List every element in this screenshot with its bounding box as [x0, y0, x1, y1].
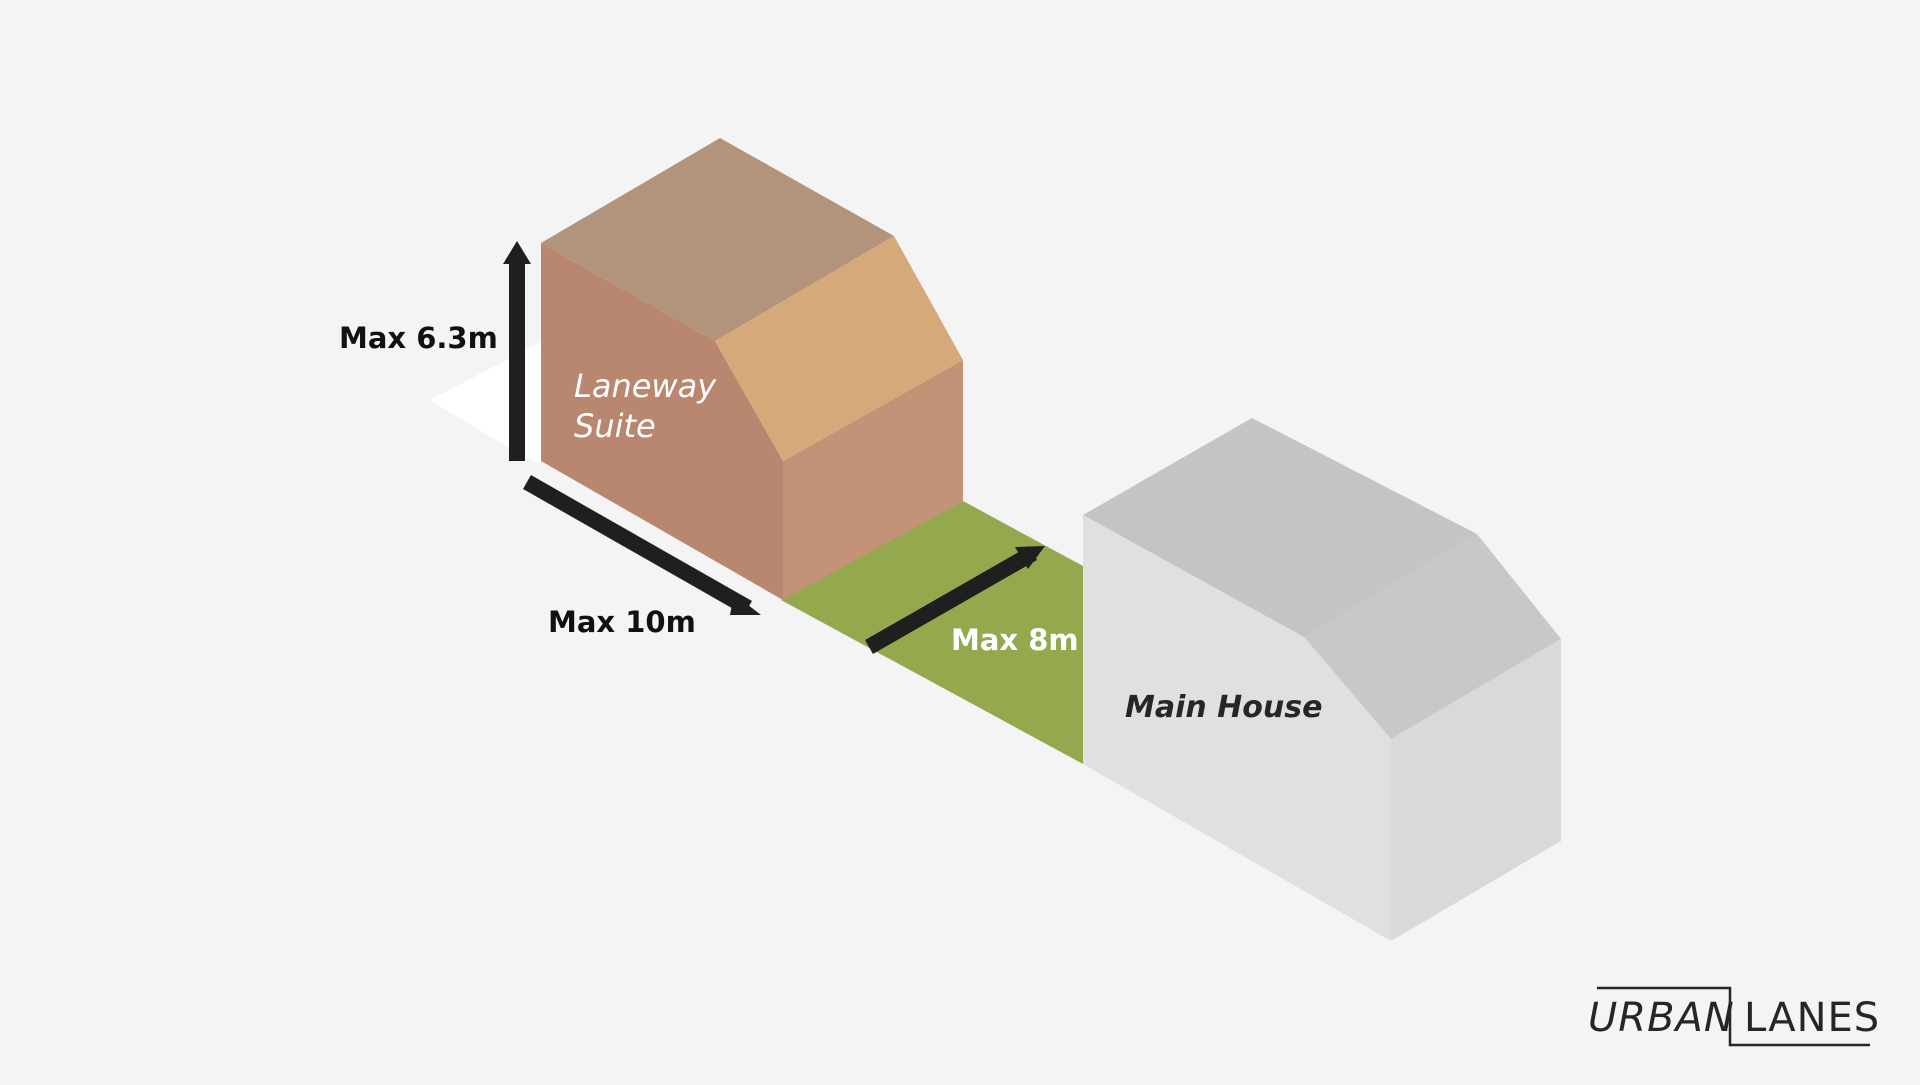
logo-word-urban: URBAN	[1588, 995, 1735, 1041]
max-separation-label: Max 8m	[951, 623, 1079, 657]
laneway-suite-front-wall	[541, 243, 783, 600]
laneway-suite-side-wall	[783, 360, 963, 600]
laneway-suite-roof-gable	[715, 236, 963, 461]
length-arrow	[523, 475, 761, 615]
logo-bracket-line	[1597, 986, 1870, 1047]
main-house-label: Main House	[1125, 690, 1322, 725]
main-house-roof-top	[1083, 418, 1477, 637]
max-height-label: Max 6.3m	[339, 321, 498, 355]
main-house-building: Main House	[1083, 418, 1561, 941]
max-length-label: Max 10m	[548, 605, 696, 639]
main-house-side-wall	[1391, 639, 1561, 941]
laneway-suite-label-line2: Suite	[574, 407, 656, 445]
height-arrow	[503, 241, 531, 461]
laneway-suite-roof-top	[541, 138, 894, 341]
main-house-front-wall	[1083, 515, 1391, 941]
logo-word-lanes: LANES	[1744, 995, 1880, 1041]
separation-arrow	[865, 546, 1045, 654]
main-house-roof-gable	[1304, 534, 1561, 739]
laneway-suite-building: Laneway Suite	[541, 138, 963, 600]
urban-lanes-logo: URBAN LANES	[1588, 986, 1880, 1047]
laneway-suite-label-line1: Laneway	[574, 367, 717, 405]
